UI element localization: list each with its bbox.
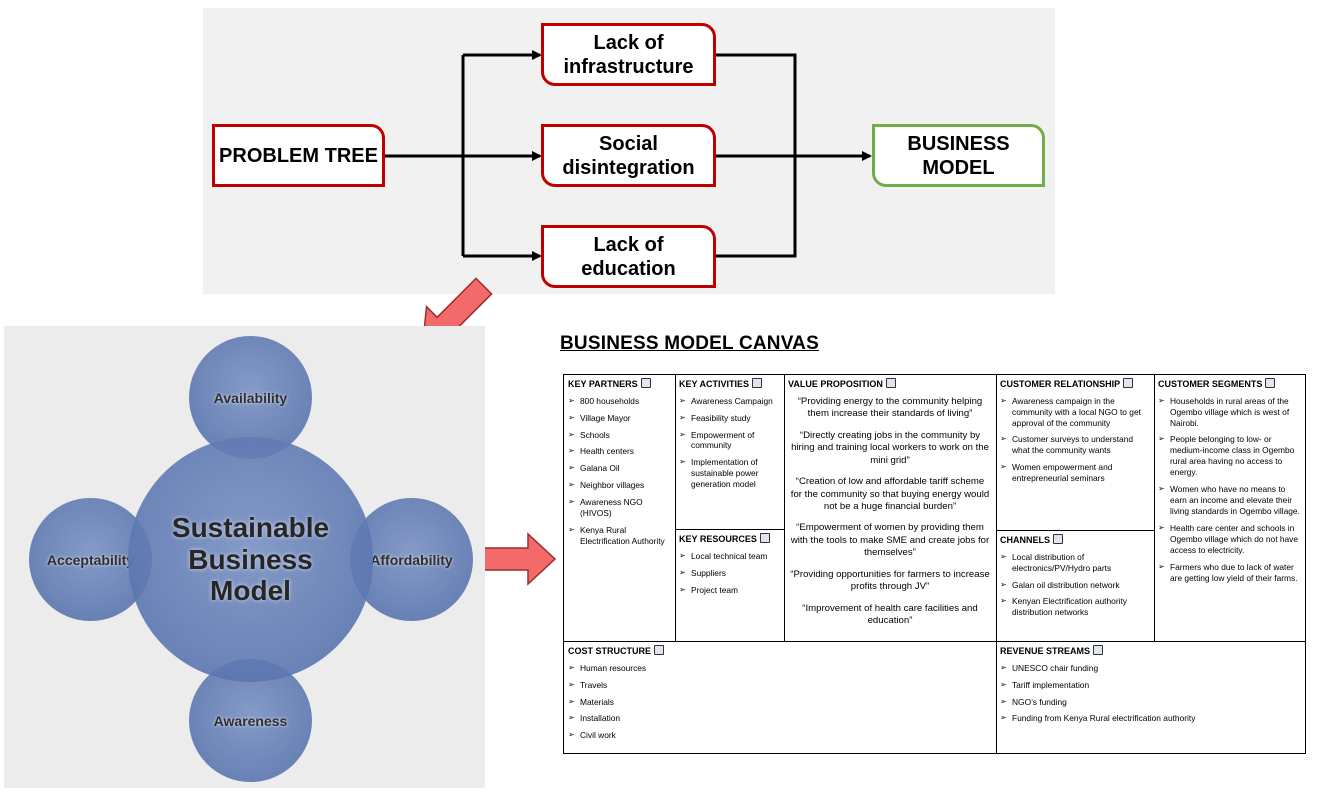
list-item: Farmers who due to lack of water are get… — [1158, 562, 1302, 584]
key-activities-header: KEY ACTIVITIES — [679, 379, 750, 389]
list-item: Kenya Rural Electrification Authority — [568, 525, 671, 547]
list-item: Awareness NGO (HIVOS) — [568, 497, 671, 519]
value-quote: “Directly creating jobs in the community… — [791, 429, 989, 466]
affordability-label: Affordability — [370, 551, 453, 568]
revenue-streams-cell: REVENUE STREAMS UNESCO chair funding Tar… — [996, 642, 1306, 754]
list-item: Women who have no means to earn an incom… — [1158, 484, 1302, 517]
customer-segments-cell: CUSTOMER SEGMENTS Households in rural ar… — [1154, 375, 1306, 641]
customer-relationship-cell: CUSTOMER RELATIONSHIP Awareness campaign… — [996, 375, 1154, 530]
canvas-title: BUSINESS MODEL CANVAS — [560, 333, 819, 354]
list-item: Health centers — [568, 446, 671, 457]
infrastructure-label: Lack of infrastructure — [563, 31, 694, 78]
value-proposition-header: VALUE PROPOSITION — [788, 379, 883, 389]
red-arrow-right — [477, 532, 557, 586]
list-item: Implementation of sustainable power gene… — [679, 457, 780, 490]
education-box: Lack of education — [541, 225, 716, 288]
value-quote: “Improvement of health care facilities a… — [802, 602, 978, 627]
customer-relationship-icon — [1123, 378, 1134, 388]
list-item: Project team — [679, 585, 780, 596]
value-quote: “Providing opportunities for farmers to … — [790, 568, 990, 593]
revenue-streams-header: REVENUE STREAMS — [1000, 646, 1091, 656]
value-quote: “Creation of low and affordable tariff s… — [790, 476, 990, 512]
list-item: Households in rural areas of the Ogembo … — [1158, 396, 1302, 429]
list-item: NGO’s funding — [1000, 697, 1302, 708]
list-item: Kenyan Electrification authority distrib… — [1000, 596, 1150, 618]
customer-segments-header: CUSTOMER SEGMENTS — [1158, 379, 1263, 389]
list-item: Awareness Campaign — [679, 396, 780, 407]
availability-label: Availability — [213, 389, 288, 406]
acceptability-circle: Acceptability — [29, 498, 152, 621]
list-item: Empowerment of community — [679, 430, 780, 452]
business-model-canvas: KEY PARTNERS 800 households Village Mayo… — [563, 374, 1306, 754]
cost-structure-cell: COST STRUCTURE Human resources Travels M… — [564, 642, 996, 754]
customer-segments-icon — [1265, 378, 1276, 388]
list-item: Materials — [568, 697, 992, 708]
infrastructure-box: Lack of infrastructure — [541, 23, 716, 86]
social-box: Social disintegration — [541, 124, 716, 187]
list-item: Funding from Kenya Rural electrification… — [1000, 713, 1302, 724]
list-item: Galan oil distribution network — [1000, 580, 1150, 591]
key-resources-cell: KEY RESOURCES Local technical team Suppl… — [675, 530, 784, 641]
education-label: Lack of education — [581, 233, 676, 280]
list-item: Local distribution of electronics/PV/Hyd… — [1000, 552, 1150, 574]
acceptability-label: Acceptability — [46, 551, 135, 568]
customer-relationship-header: CUSTOMER RELATIONSHIP — [1000, 379, 1121, 389]
key-resources-header: KEY RESOURCES — [679, 534, 757, 544]
problem-tree-box: PROBLEM TREE — [212, 124, 385, 187]
list-item: Schools — [568, 430, 671, 441]
business-model-box: BUSINESS MODEL — [872, 124, 1045, 187]
list-item: 800 households — [568, 396, 671, 407]
list-item: Galana Oil — [568, 463, 671, 474]
revenue-streams-icon — [1093, 645, 1104, 655]
sustainable-model-panel: Availability Acceptability Affordability… — [4, 326, 485, 788]
value-quote: “Providing energy to the community helpi… — [797, 395, 983, 420]
list-item: UNESCO chair funding — [1000, 663, 1302, 674]
list-item: Tariff implementation — [1000, 680, 1302, 691]
sustainable-business-model-label: Sustainable Business Model — [171, 512, 330, 607]
list-item: Village Mayor — [568, 413, 671, 424]
awareness-label: Awareness — [213, 712, 288, 729]
list-item: Neighbor villages — [568, 480, 671, 491]
list-item: Feasibility study — [679, 413, 780, 424]
value-quote: “Empowerment of women by providing them … — [790, 522, 990, 559]
business-model-label: BUSINESS MODEL — [907, 132, 1010, 179]
list-item: People belonging to low- or medium-incom… — [1158, 434, 1302, 478]
list-item: Human resources — [568, 663, 992, 674]
social-label: Social disintegration — [562, 132, 695, 179]
list-item: Installation — [568, 713, 992, 724]
list-item: Women empowerment and entrepreneurial se… — [1000, 462, 1150, 484]
cost-structure-header: COST STRUCTURE — [568, 646, 651, 656]
list-item: Suppliers — [679, 568, 780, 579]
key-partners-cell: KEY PARTNERS 800 households Village Mayo… — [564, 375, 675, 641]
key-resources-icon — [759, 533, 770, 543]
list-item: Travels — [568, 680, 992, 691]
list-item: Customer surveys to understand what the … — [1000, 434, 1150, 456]
cost-structure-icon — [654, 645, 664, 655]
list-item: Awareness campaign in the community with… — [1000, 396, 1150, 429]
channels-header: CHANNELS — [1000, 535, 1051, 545]
value-proposition-icon — [885, 378, 896, 388]
list-item: Health care center and schools in Ogembo… — [1158, 523, 1302, 556]
channels-cell: CHANNELS Local distribution of electroni… — [996, 531, 1154, 641]
list-item: Civil work — [568, 730, 992, 741]
key-partners-icon — [640, 378, 651, 388]
problem-tree-label: PROBLEM TREE — [219, 144, 378, 167]
key-activities-cell: KEY ACTIVITIES Awareness Campaign Feasib… — [675, 375, 784, 529]
key-partners-header: KEY PARTNERS — [568, 379, 638, 389]
key-activities-icon — [752, 378, 763, 388]
list-item: Local technical team — [679, 551, 780, 562]
sustainable-business-model-circle: Sustainable Business Model — [128, 437, 373, 682]
channels-icon — [1053, 534, 1064, 544]
value-proposition-cell: VALUE PROPOSITION “Providing energy to t… — [784, 375, 996, 641]
